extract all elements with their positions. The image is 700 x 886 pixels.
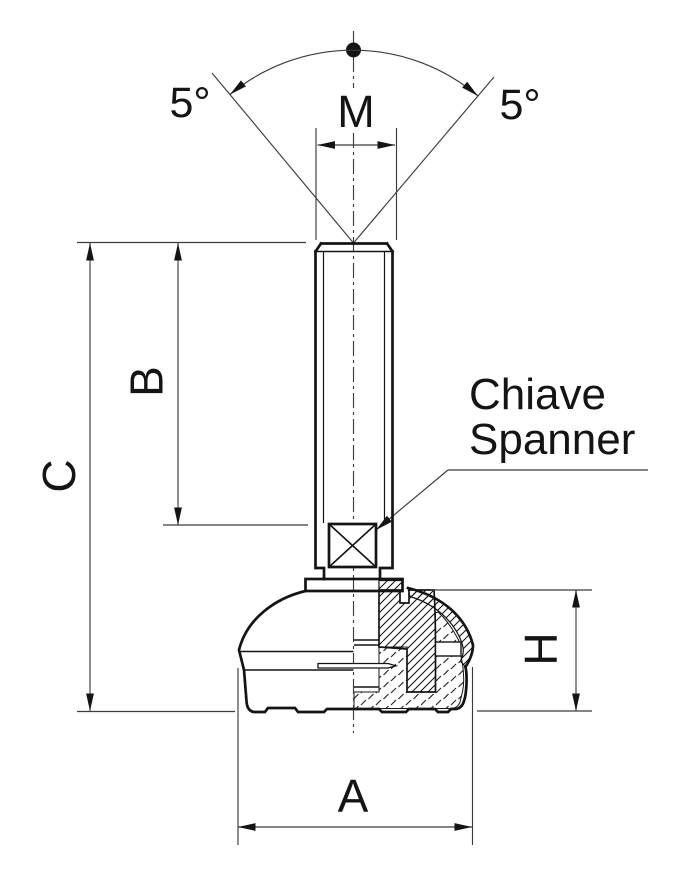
base-outline-left-and-bottom	[237, 589, 468, 714]
rim-step-notch	[434, 641, 462, 657]
insert-section-hatch	[378, 589, 437, 693]
label-angle-left: 5°	[169, 79, 210, 127]
stud-outline	[313, 241, 395, 581]
spanner-flat-cross	[328, 523, 377, 568]
retaining-pin	[317, 662, 399, 669]
callout-text-line1: Chiave	[469, 370, 606, 419]
label-dim-a: A	[338, 770, 369, 822]
collar	[304, 577, 404, 593]
label-dim-c: C	[33, 459, 85, 492]
swivel-line-right	[353, 76, 495, 244]
base-rim-outer	[406, 586, 475, 669]
swivel-line-left	[211, 72, 354, 244]
label-angle-right: 5°	[499, 81, 540, 129]
label-dim-b: B	[121, 366, 173, 397]
callout-text-line2: Spanner	[469, 415, 635, 464]
label-thread-size: M	[337, 86, 375, 137]
callout-leader	[375, 469, 449, 531]
swivel-arc	[229, 49, 479, 97]
collar-section-hatch	[378, 579, 404, 592]
label-dim-h: H	[515, 632, 567, 665]
